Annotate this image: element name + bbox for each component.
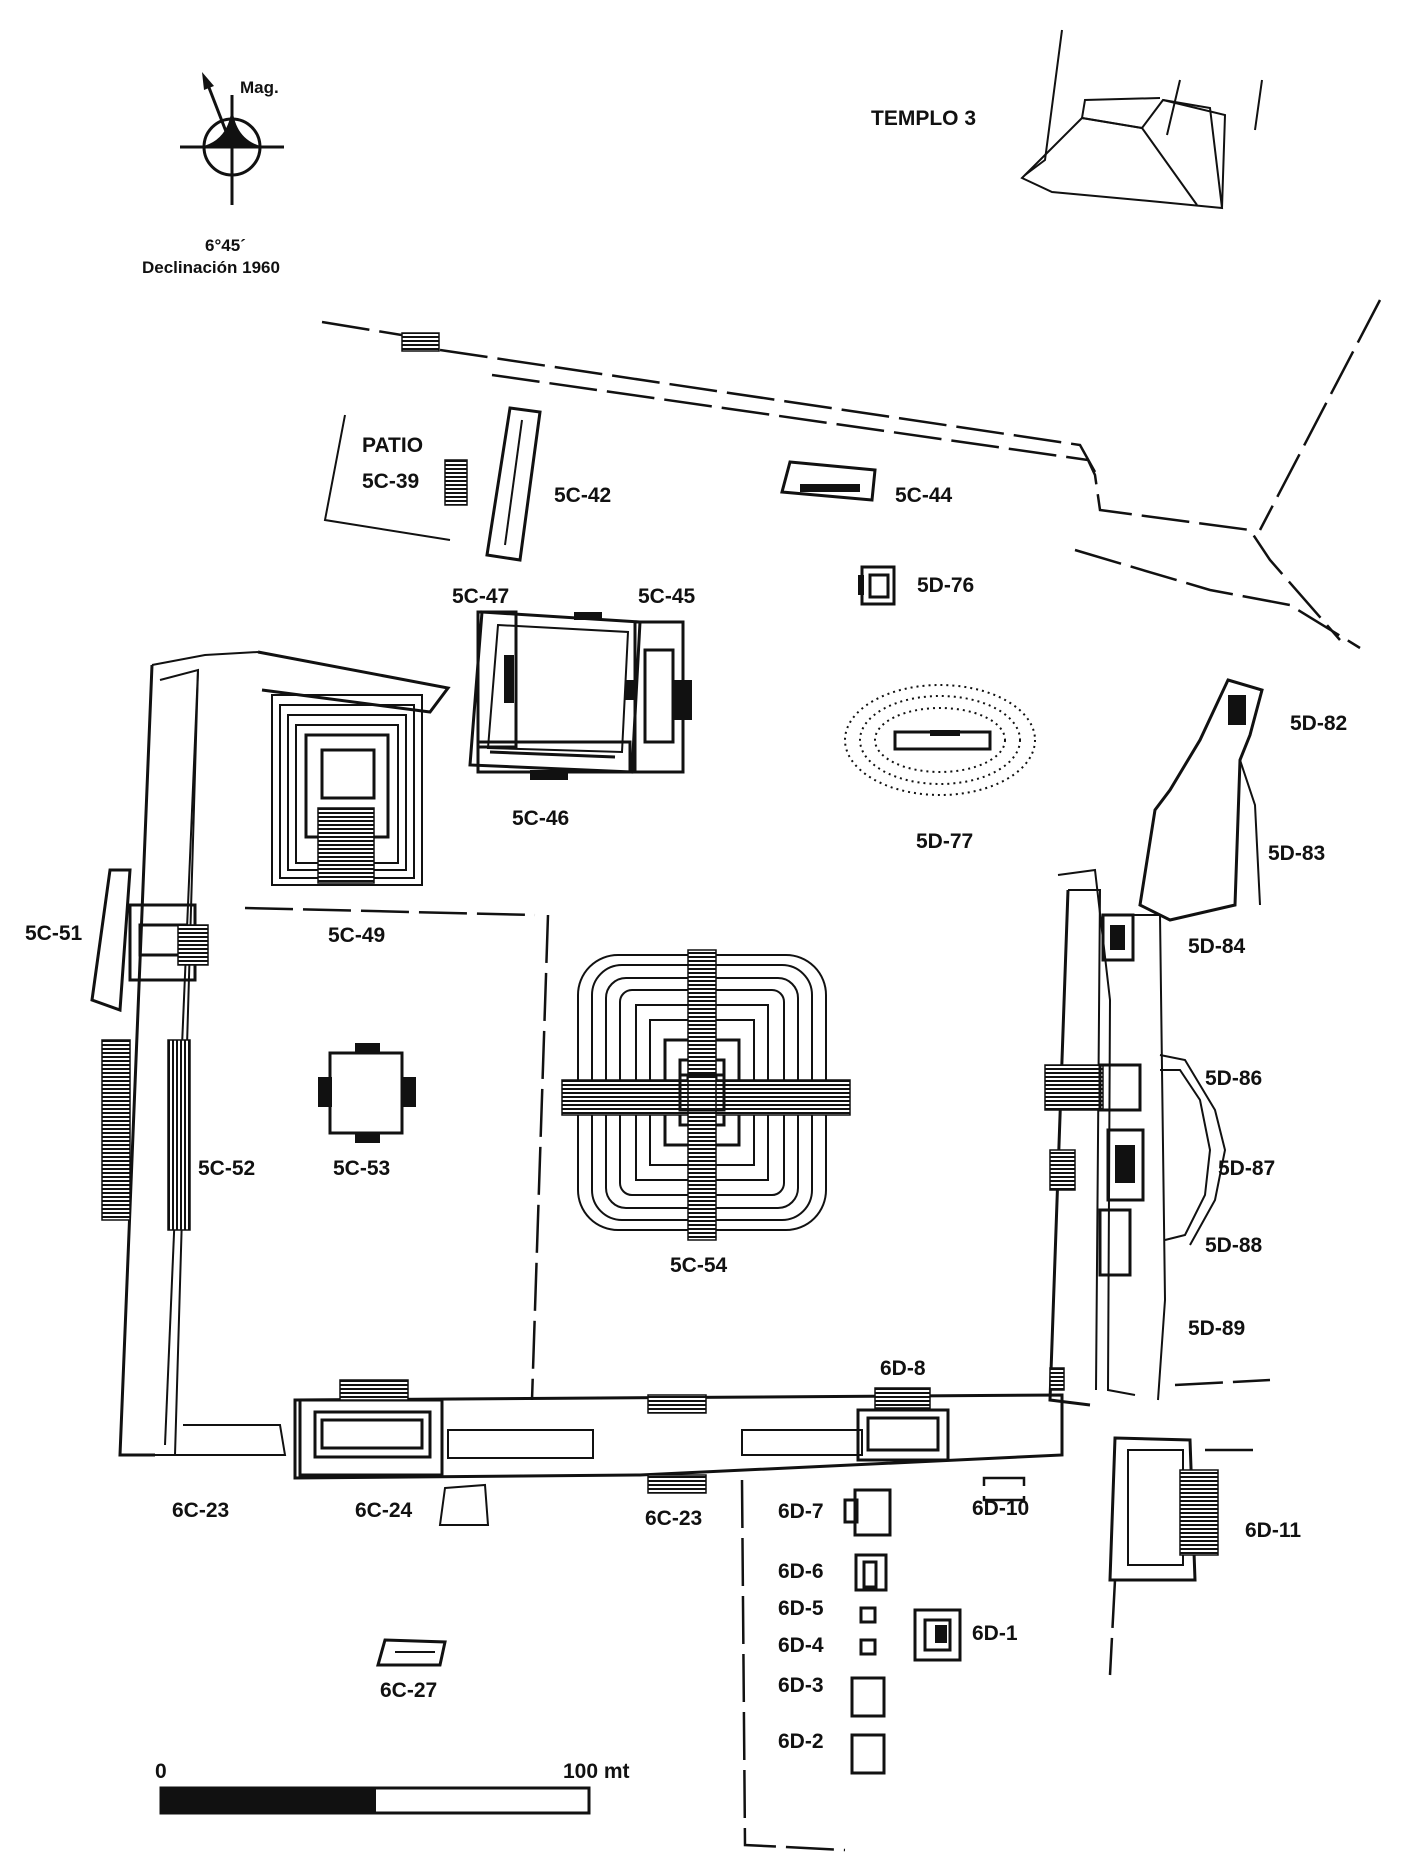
label-5c-54: 5C-54 xyxy=(670,1254,728,1277)
south-range: 6D-8 6C-23 6C-24 6C-23 xyxy=(172,1357,1065,1530)
structure-5c-44: 5C-44 xyxy=(780,460,953,507)
compass: Mag. 6°45´ Declinación 1960 xyxy=(142,72,284,277)
north-boundary xyxy=(321,299,1382,650)
compass-north-label: Mag. xyxy=(240,78,279,97)
label-5d-88: 5D-88 xyxy=(1205,1234,1263,1257)
scale-start-label: 0 xyxy=(155,1760,167,1783)
structure-5c-49: 5C-49 xyxy=(257,650,451,947)
label-5c-47: 5C-47 xyxy=(452,585,509,608)
structure-5c-51: 5C-51 xyxy=(25,868,209,1013)
label-6d-7: 6D-7 xyxy=(778,1500,824,1523)
declination-text: Declinación 1960 xyxy=(142,258,280,277)
templo-3-label: TEMPLO 3 xyxy=(871,107,976,130)
label-5c-46: 5C-46 xyxy=(512,807,569,830)
label-5d-87: 5D-87 xyxy=(1218,1157,1275,1180)
scale-bar: 0 100 mt xyxy=(155,1760,630,1815)
label-5d-77: 5D-77 xyxy=(916,830,973,853)
structure-5d-77: 5D-77 xyxy=(844,684,1036,853)
label-6d-1: 6D-1 xyxy=(972,1622,1018,1645)
structure-5c-42: 5C-42 xyxy=(485,406,611,562)
structure-5c-47-45-46: 5C-47 5C-45 5C-46 xyxy=(452,585,696,830)
structure-5c-53: 5C-53 xyxy=(318,1043,416,1180)
label-6c-23-west: 6C-23 xyxy=(172,1499,229,1522)
label-5c-44: 5C-44 xyxy=(895,484,953,507)
label-5c-42: 5C-42 xyxy=(554,484,611,507)
structure-6d-11: 6D-11 xyxy=(1108,1436,1301,1676)
structure-6c-27: 6C-27 xyxy=(376,1638,447,1702)
label-5c-51: 5C-51 xyxy=(25,922,83,945)
label-6c-27: 6C-27 xyxy=(380,1679,437,1702)
label-5d-83: 5D-83 xyxy=(1268,842,1325,865)
label-6d-4: 6D-4 xyxy=(778,1634,824,1657)
label-6d-2: 6D-2 xyxy=(778,1730,824,1753)
label-5d-82: 5D-82 xyxy=(1290,712,1347,735)
label-6d-11: 6D-11 xyxy=(1245,1519,1301,1542)
label-5c-49: 5C-49 xyxy=(328,924,385,947)
label-6d-10: 6D-10 xyxy=(972,1497,1029,1520)
label-6d-6: 6D-6 xyxy=(778,1560,824,1583)
label-6c-23-south: 6C-23 xyxy=(645,1507,702,1530)
label-5c-45: 5C-45 xyxy=(638,585,696,608)
declination-angle: 6°45´ xyxy=(205,236,246,255)
small-structures-6d: 6D-7 6D-10 6D-6 6D-5 6D-4 6D-1 6D-3 6D-2 xyxy=(740,1476,1029,1852)
label-5d-89: 5D-89 xyxy=(1188,1317,1245,1340)
label-6d-5: 6D-5 xyxy=(778,1597,824,1620)
label-5c-39: 5C-39 xyxy=(362,470,419,493)
structure-5d-76: 5D-76 xyxy=(858,565,974,606)
label-5c-53: 5C-53 xyxy=(333,1157,390,1180)
templo-3: TEMPLO 3 xyxy=(871,29,1263,210)
label-6d-3: 6D-3 xyxy=(778,1674,824,1697)
label-patio: PATIO xyxy=(362,434,423,457)
structure-5c-54: 5C-54 xyxy=(561,949,851,1277)
label-6c-24: 6C-24 xyxy=(355,1499,413,1522)
structure-5c-39: PATIO 5C-39 xyxy=(323,414,468,541)
scale-end-label: 100 mt xyxy=(563,1760,630,1783)
label-5d-86: 5D-86 xyxy=(1205,1067,1262,1090)
label-5d-76: 5D-76 xyxy=(917,574,974,597)
label-5d-84: 5D-84 xyxy=(1188,935,1246,958)
label-6d-8: 6D-8 xyxy=(880,1357,926,1380)
structure-5c-52: 5C-52 xyxy=(101,1039,255,1231)
east-range: 5D-82 5D-83 5D-84 5D-86 5D-87 5D-88 5D-8… xyxy=(1044,678,1347,1407)
label-5c-52: 5C-52 xyxy=(198,1157,255,1180)
